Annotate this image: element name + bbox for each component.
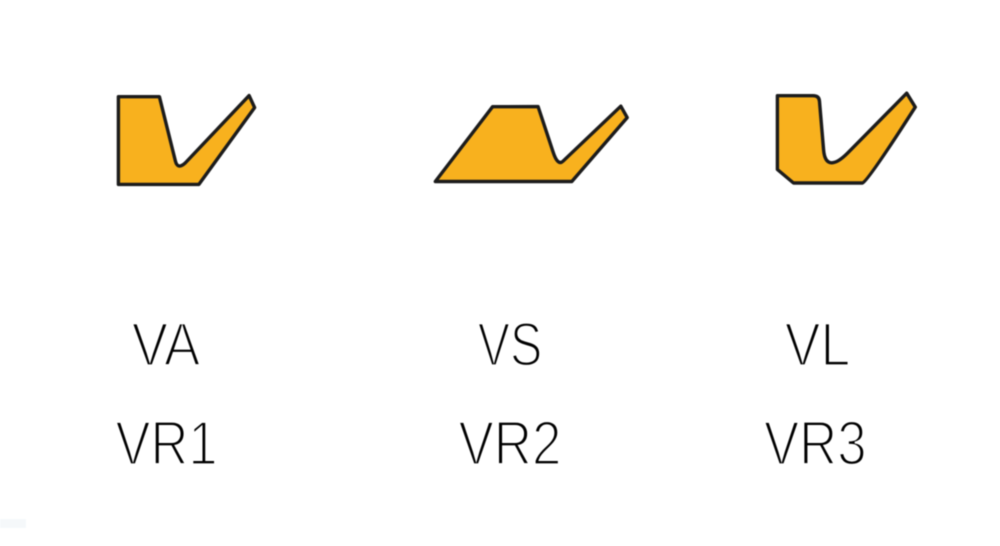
svg-text:VL: VL bbox=[785, 311, 851, 379]
svg-text:VR1: VR1 bbox=[116, 408, 218, 478]
svg-text:VA: VA bbox=[132, 311, 201, 379]
svg-text:VR3: VR3 bbox=[764, 408, 867, 478]
svg-text:VR2: VR2 bbox=[459, 408, 562, 478]
svg-text:VS: VS bbox=[478, 311, 543, 379]
